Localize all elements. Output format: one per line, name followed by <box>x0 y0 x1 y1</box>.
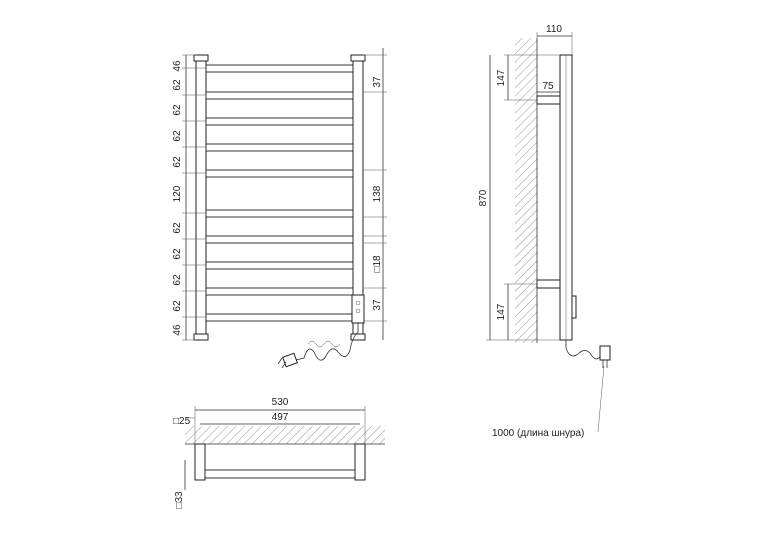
dim-label: 46 <box>172 60 183 72</box>
dim-label: 62 <box>172 104 183 116</box>
control-button-icon <box>355 308 361 314</box>
top-left-post <box>194 443 206 481</box>
right-post-bottom-cap <box>350 333 366 341</box>
rung <box>205 91 354 100</box>
dim-label: 62 <box>172 300 183 312</box>
rung <box>205 261 354 270</box>
left-dimension-labels: 46 62 62 62 62 120 62 62 62 62 46 <box>172 60 183 336</box>
side-control-unit <box>571 295 577 319</box>
power-cord <box>295 323 359 361</box>
left-post-top-cap <box>193 54 209 62</box>
rung <box>205 64 354 73</box>
dim-depth: 75 <box>542 81 554 92</box>
dim-label: 62 <box>172 79 183 91</box>
wall-hatch <box>515 38 537 343</box>
cord-length-note: 1000 (длина шнура) <box>492 428 584 439</box>
rungs <box>205 64 354 322</box>
plug-icon <box>282 352 298 368</box>
right-dimension-labels: 37 138 □18 37 <box>372 76 383 311</box>
dim-tube: □33 <box>174 491 185 509</box>
rung <box>205 235 354 244</box>
dim-width: 110 <box>546 24 562 35</box>
left-post <box>195 54 207 341</box>
dim-label: 62 <box>172 156 183 168</box>
dim-inner-width: 497 <box>272 412 289 423</box>
rung <box>205 169 354 178</box>
bottom-bracket <box>536 279 561 289</box>
dim-label: 62 <box>172 130 183 142</box>
side-power-cord <box>565 340 605 360</box>
side-plug-icon <box>599 345 611 361</box>
dim-height: 870 <box>478 189 489 206</box>
dim-label: 120 <box>172 185 183 202</box>
rung <box>205 313 354 322</box>
rung <box>205 209 354 218</box>
front-view: 46 62 62 62 62 120 62 62 62 62 46 37 138 <box>172 48 387 369</box>
rung <box>205 143 354 152</box>
dim-label: 138 <box>372 185 383 202</box>
top-view: 530 497 □25 □33 <box>173 397 385 509</box>
dim-label: 37 <box>372 299 383 311</box>
dim-label: □18 <box>372 255 383 273</box>
dim-profile: □25 <box>173 416 191 427</box>
dim-label: 37 <box>372 76 383 88</box>
dim-label: 62 <box>172 222 183 234</box>
left-post-bottom-cap <box>193 333 209 341</box>
control-button-icon <box>355 300 361 306</box>
top-wall-hatch <box>185 426 385 444</box>
dim-bottom-offset: 147 <box>496 303 507 320</box>
rung <box>205 117 354 126</box>
right-post-top-cap <box>350 54 366 62</box>
top-right-post <box>354 443 366 481</box>
dim-label: 62 <box>172 248 183 260</box>
dim-top-offset: 147 <box>496 69 507 86</box>
rung <box>205 287 354 296</box>
top-rung <box>204 469 356 479</box>
dim-outer-width: 530 <box>272 397 289 408</box>
dim-label: 46 <box>172 324 183 336</box>
side-view: 110 75 147 870 147 1000 (длина шнура) <box>478 24 611 439</box>
top-bracket <box>536 95 561 105</box>
dim-label: 62 <box>172 274 183 286</box>
power-cord-coil <box>307 340 341 348</box>
